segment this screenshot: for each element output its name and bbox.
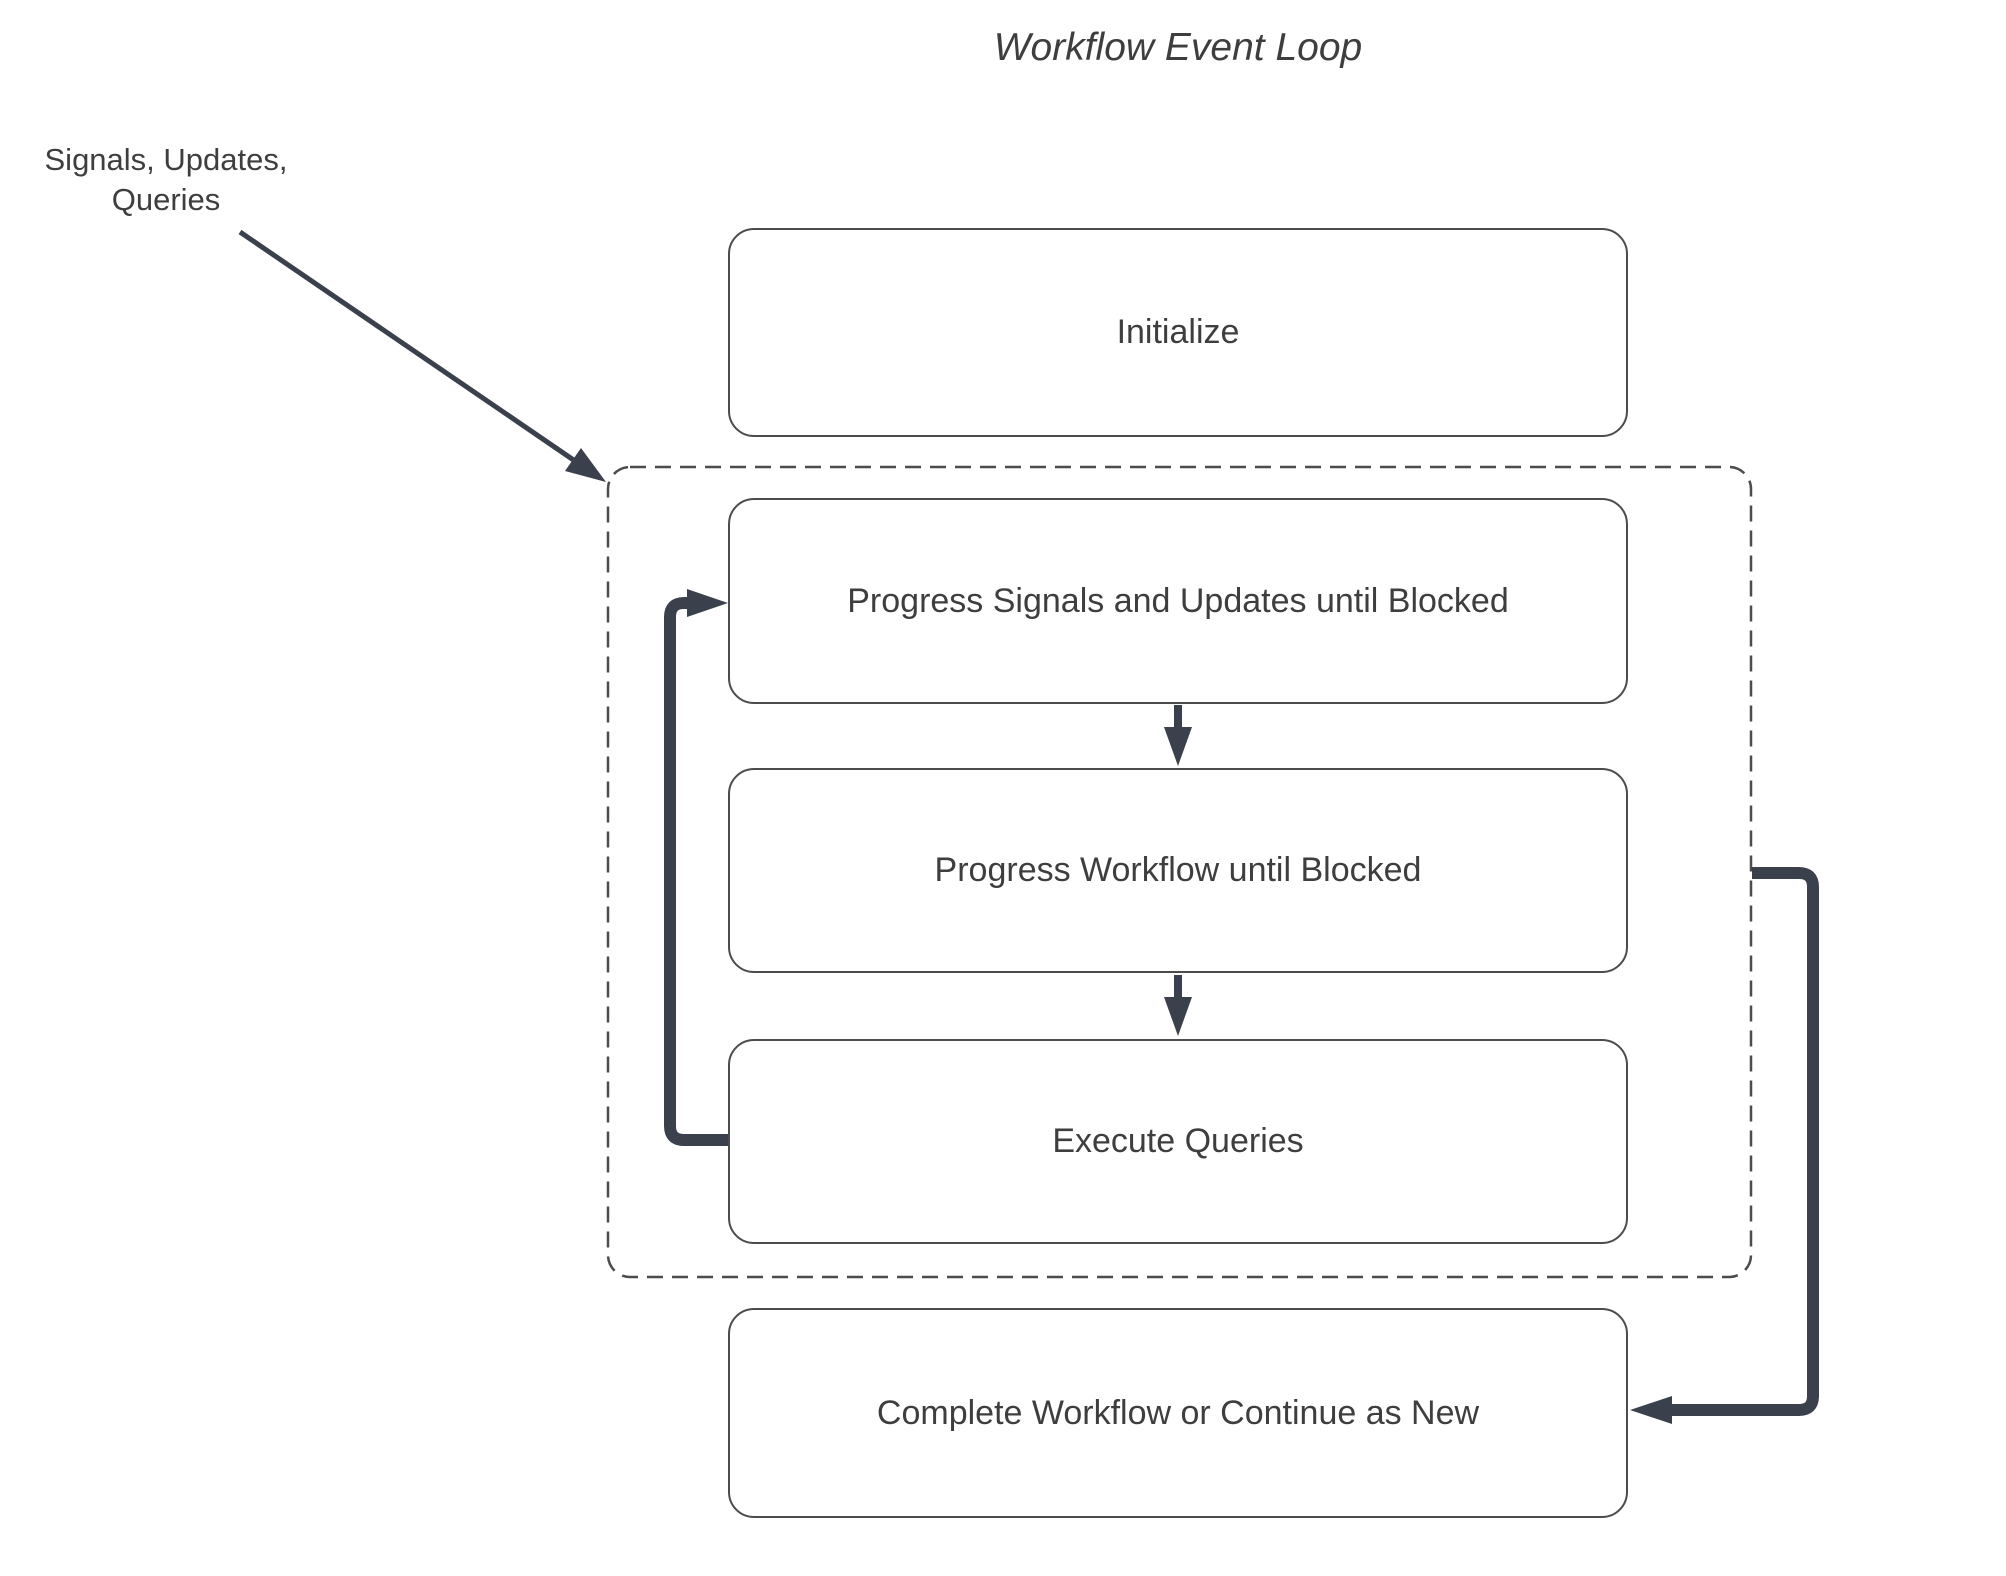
- event-loop-dashed-boundary: [606, 465, 1753, 1279]
- signals-updates-queries-label: Signals, Updates, Queries: [20, 140, 312, 220]
- event-loop-to-complete-arrow-line: [1672, 867, 1819, 1416]
- node-progress-signals-and-updates: Progress Signals and Updates until Block…: [728, 498, 1628, 704]
- node-progress-workflow: Progress Workflow until Blocked: [728, 768, 1628, 973]
- progress-signals-to-progress-workflow-arrowhead: [1164, 727, 1192, 766]
- event-loop-to-complete-arrowhead: [1630, 1396, 1672, 1424]
- signals-to-loop-arrowhead: [565, 448, 606, 482]
- execute-queries-to-progress-signals-arrowhead: [687, 589, 728, 617]
- signals-to-loop-arrow-line: [238, 229, 577, 464]
- annotation-line-2: Queries: [111, 182, 221, 217]
- progress-workflow-to-execute-queries-arrowhead: [1164, 997, 1192, 1036]
- diagram-title: Workflow Event Loop: [993, 26, 1363, 69]
- annotation-line-1: Signals, Updates,: [44, 142, 288, 177]
- node-execute-queries: Execute Queries: [728, 1039, 1628, 1244]
- node-complete-workflow-or-continue-as-new: Complete Workflow or Continue as New: [728, 1308, 1628, 1518]
- node-initialize: Initialize: [728, 228, 1628, 437]
- execute-queries-to-progress-signals-arrow-line: [664, 597, 728, 1146]
